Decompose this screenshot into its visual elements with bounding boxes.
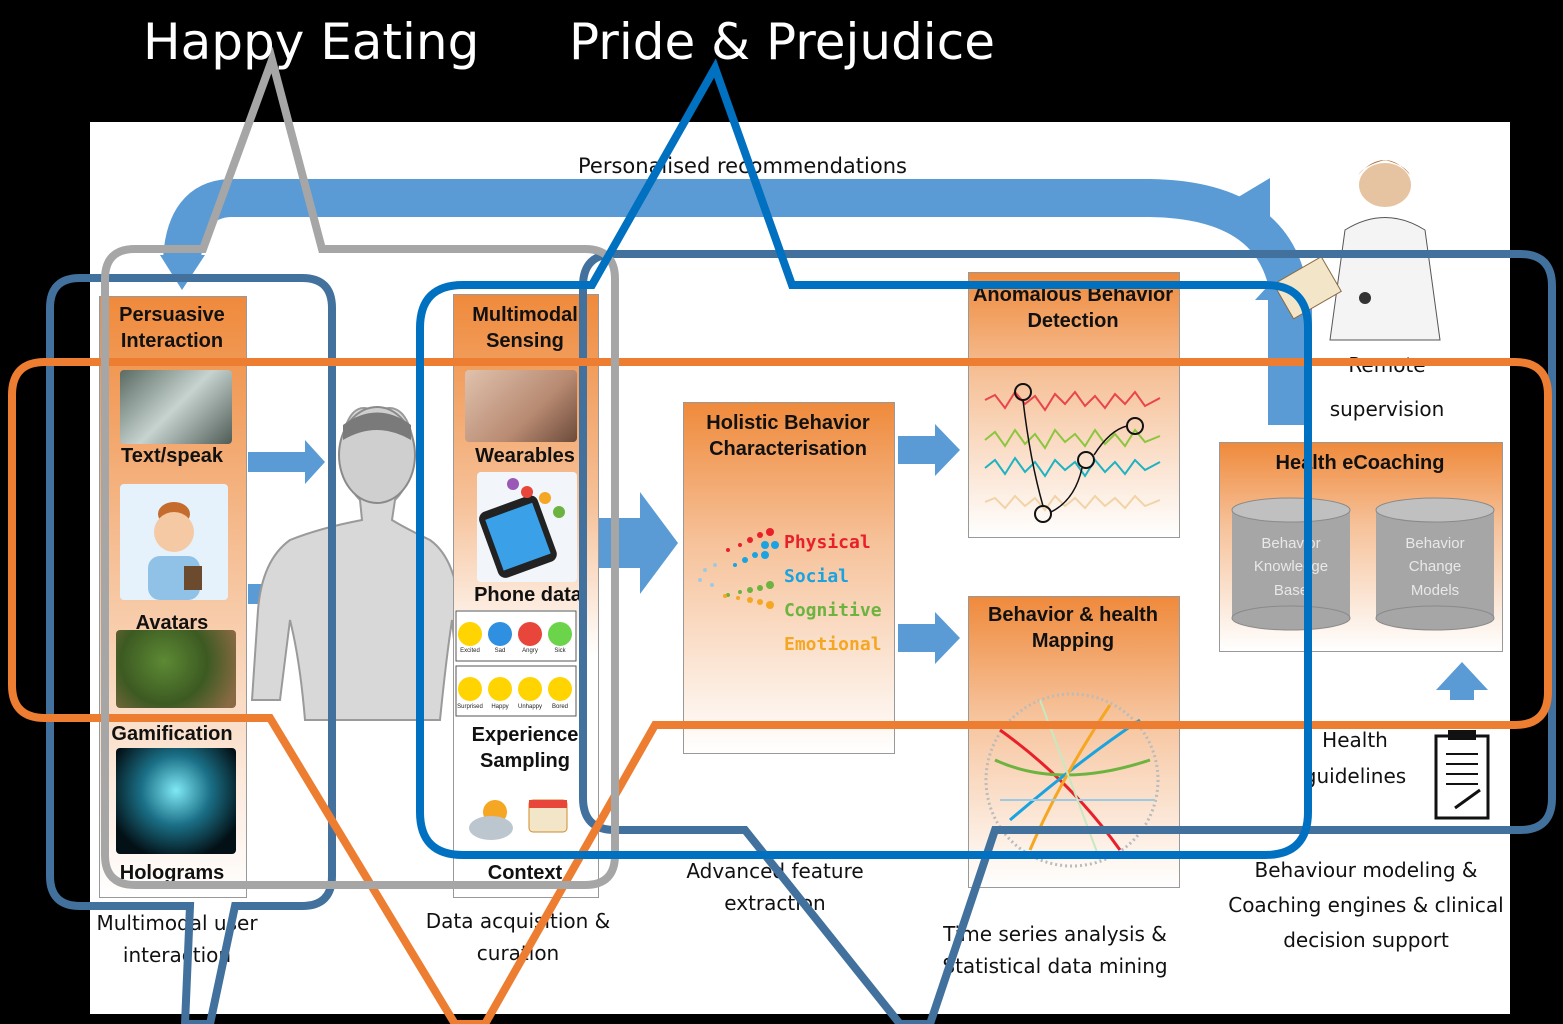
dimension-social: Social bbox=[784, 566, 850, 587]
title-happy-eating: Happy Eating bbox=[143, 13, 480, 71]
interaction-item-gamification: Gamification bbox=[111, 723, 233, 745]
mood-grid: Excited Sad Angry Sick Surprised Happy U… bbox=[455, 610, 577, 718]
recommendation-arrowhead bbox=[160, 255, 205, 290]
sensing-caption: Data acquisition & curation bbox=[425, 909, 611, 965]
dimension-emotional: Emotional bbox=[784, 634, 882, 655]
mood-angry: Angry bbox=[522, 648, 538, 654]
holistic-header: Holistic Behavior Characterisation bbox=[706, 412, 870, 460]
wearable-device-image bbox=[465, 370, 577, 442]
context-weather-image bbox=[463, 790, 573, 848]
holistic-box bbox=[683, 402, 895, 754]
sensing-item-context: Context bbox=[487, 862, 563, 884]
anomalous-header: Anomalous Behavior Detection bbox=[972, 284, 1174, 332]
mapping-box bbox=[968, 596, 1180, 888]
garden-game-image bbox=[116, 630, 236, 708]
interaction-item-holograms: Holograms bbox=[119, 862, 225, 884]
arrow-sensing-to-holistic bbox=[598, 492, 678, 594]
interaction-item-avatars: Avatars bbox=[135, 612, 209, 634]
arrow-to-anomalous bbox=[898, 424, 960, 476]
mood-unhappy: Unhappy bbox=[517, 704, 543, 710]
hologram-image bbox=[116, 748, 236, 854]
interaction-item-text: Text/speak bbox=[121, 445, 223, 467]
arrow-guidelines-up bbox=[1436, 662, 1488, 700]
sensing-item-phone-data: Phone data bbox=[474, 584, 582, 606]
dimension-cognitive: Cognitive bbox=[784, 600, 882, 621]
smartphone-image bbox=[477, 472, 577, 582]
mood-excited: Excited bbox=[460, 648, 480, 654]
arrow-to-mapping bbox=[898, 612, 960, 664]
callout-analytics bbox=[579, 250, 1556, 1024]
recommendations-label: Personalised recommendations bbox=[578, 154, 907, 178]
sensing-item-wearables: Wearables bbox=[475, 445, 575, 467]
mood-sick: Sick bbox=[554, 648, 566, 654]
mood-bored: Bored bbox=[551, 704, 568, 710]
holistic-dimensions: Physical Social Cognitive Emotional bbox=[784, 526, 882, 662]
arrow-text-to-user bbox=[248, 440, 325, 484]
callout-interaction bbox=[46, 274, 336, 1024]
sensing-item-experience-sampling: Experience Sampling bbox=[471, 724, 579, 772]
health-guidelines-label: Health guidelines bbox=[1303, 728, 1407, 788]
coaching-header: Health eCoaching bbox=[1275, 452, 1445, 474]
dimension-physical: Physical bbox=[784, 532, 871, 553]
timeseries-caption: Time series analysis & Statistical data … bbox=[942, 922, 1168, 978]
coaching-caption: Behaviour modeling & Coaching engines & … bbox=[1228, 858, 1504, 952]
callout-pride-prejudice bbox=[416, 58, 1312, 859]
phone-chat-image bbox=[120, 370, 232, 444]
title-pride-prejudice: Pride & Prejudice bbox=[569, 13, 995, 71]
mood-sad: Sad bbox=[494, 648, 506, 654]
nurse-avatar-image bbox=[120, 484, 228, 600]
mood-surprised: Surprised bbox=[457, 704, 483, 710]
interaction-header: Persuasive Interaction bbox=[119, 304, 225, 352]
mapping-header: Behavior & health Mapping bbox=[987, 604, 1159, 652]
db-change-models: Behavior Change Models bbox=[1405, 535, 1465, 599]
callout-happy-eating bbox=[101, 46, 619, 889]
sensing-header: Multimodal Sensing bbox=[472, 304, 578, 352]
mood-happy: Happy bbox=[491, 704, 509, 710]
callout-orange bbox=[8, 358, 1552, 1024]
